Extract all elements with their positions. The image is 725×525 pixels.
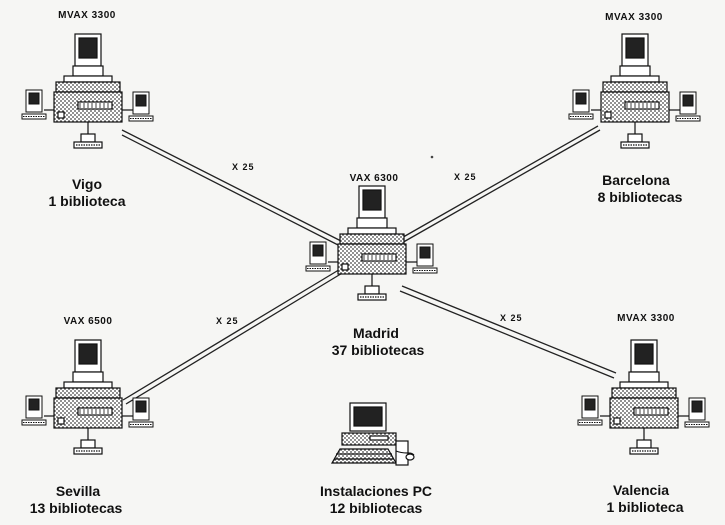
sevilla-right-terminal-icon <box>128 397 154 428</box>
vigo-count-label: 1 biblioteca <box>48 193 126 209</box>
pc-workstation-icon <box>330 402 415 466</box>
sevilla-left-terminal-icon <box>21 395 47 426</box>
link-barcelona-madrid <box>397 125 601 245</box>
link-label-vigo-madrid: X 25 <box>232 162 255 172</box>
valencia-left-terminal-icon <box>577 395 603 426</box>
vigo-node-icon <box>21 33 154 149</box>
connection-lines <box>121 125 617 405</box>
barcelona-count-label: 8 bibliotecas <box>597 189 683 205</box>
barcelona-right-terminal-icon <box>675 91 701 122</box>
sevilla-system-label: VAX 6500 <box>63 316 113 327</box>
link-vigo-madrid <box>121 129 344 248</box>
link-label-valencia-madrid: X 25 <box>500 313 523 323</box>
barcelona-printer-icon <box>620 133 650 149</box>
link-valencia-madrid <box>399 285 617 379</box>
valencia-right-terminal-icon <box>684 397 710 428</box>
barcelona-node-icon <box>568 33 701 149</box>
sevilla-printer-icon <box>73 439 103 455</box>
vigo-printer-icon <box>73 133 103 149</box>
link-label-barcelona-madrid: X 25 <box>454 172 477 182</box>
madrid-printer-icon <box>357 285 387 301</box>
stray-dot <box>430 155 434 159</box>
link-sevilla-madrid <box>122 267 345 405</box>
madrid-system-label: VAX 6300 <box>349 173 399 184</box>
valencia-system-label: MVAX 3300 <box>617 313 675 324</box>
barcelona-system-label: MVAX 3300 <box>605 12 663 23</box>
vigo-system-label: MVAX 3300 <box>58 10 116 21</box>
pc-installations-label: Instalaciones PC <box>319 483 433 499</box>
vigo-city-label: Vigo <box>71 176 103 192</box>
computer-nodes <box>21 33 710 455</box>
madrid-node-icon <box>305 185 438 301</box>
valencia-printer-icon <box>629 439 659 455</box>
sevilla-city-label: Sevilla <box>55 483 101 499</box>
madrid-count-label: 37 bibliotecas <box>331 342 425 358</box>
valencia-city-label: Valencia <box>612 482 670 498</box>
vigo-right-terminal-icon <box>128 91 154 122</box>
madrid-city-label: Madrid <box>353 325 399 341</box>
sevilla-node-icon <box>21 339 154 455</box>
vigo-left-terminal-icon <box>21 89 47 120</box>
barcelona-city-label: Barcelona <box>602 172 670 188</box>
sevilla-count-label: 13 bibliotecas <box>29 500 123 516</box>
valencia-node-icon <box>577 339 710 455</box>
madrid-left-terminal-icon <box>305 241 331 272</box>
barcelona-left-terminal-icon <box>568 89 594 120</box>
valencia-count-label: 1 biblioteca <box>606 499 684 515</box>
madrid-right-terminal-icon <box>412 243 438 274</box>
pc-count-label: 12 bibliotecas <box>329 500 423 516</box>
link-label-sevilla-madrid: X 25 <box>216 316 239 326</box>
